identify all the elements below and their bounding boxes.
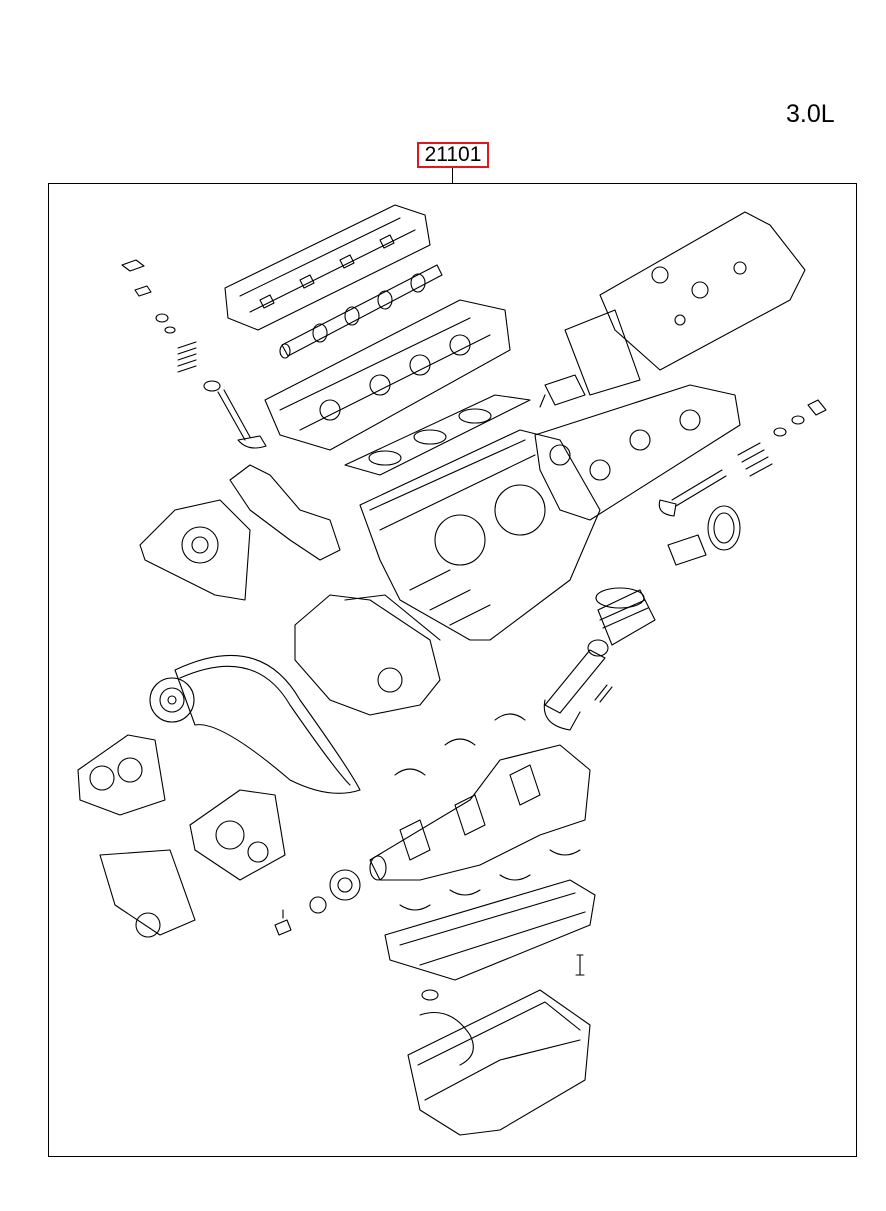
main-bearing-icon[interactable] (394, 713, 581, 911)
engine-displacement-label: 3.0L (786, 100, 835, 128)
water-pump-icon[interactable] (139, 464, 341, 601)
camshaft-icon[interactable] (279, 264, 443, 359)
timing-cover-left-icon[interactable] (77, 734, 196, 938)
part-number-callout[interactable]: 21101 (417, 142, 489, 168)
tensioner-icon[interactable] (189, 789, 286, 881)
cam-sprocket-icon[interactable] (149, 677, 195, 723)
valve-right-icon[interactable] (658, 469, 727, 517)
valve-spring-right-icon[interactable] (737, 399, 827, 477)
assembly-frame (48, 183, 857, 1157)
valve-cover-right-icon[interactable] (564, 211, 806, 396)
cylinder-head-left-icon[interactable] (264, 299, 511, 451)
valve-icon[interactable] (217, 389, 267, 449)
timing-belt-icon[interactable] (174, 654, 361, 794)
cylinder-head-right-icon[interactable] (534, 374, 741, 521)
valve-spring-icon[interactable] (121, 259, 221, 392)
head-gasket-icon[interactable] (344, 394, 531, 476)
bolt-icon[interactable] (274, 909, 585, 976)
piston-icon[interactable] (595, 587, 656, 646)
connecting-rod-icon[interactable] (543, 639, 613, 731)
crank-sprocket-icon[interactable] (309, 869, 361, 914)
oil-pickup-icon[interactable] (419, 989, 474, 1066)
bedplate-icon[interactable] (384, 879, 596, 981)
callout-leader-line (452, 168, 453, 184)
timing-cover-icon[interactable] (294, 594, 441, 716)
valve-cover-left-icon[interactable] (224, 204, 431, 331)
cylinder-block-icon[interactable] (359, 429, 601, 641)
oil-seal-icon[interactable] (667, 505, 741, 566)
oil-pan-icon[interactable] (407, 989, 591, 1136)
crankshaft-icon[interactable] (369, 744, 591, 881)
